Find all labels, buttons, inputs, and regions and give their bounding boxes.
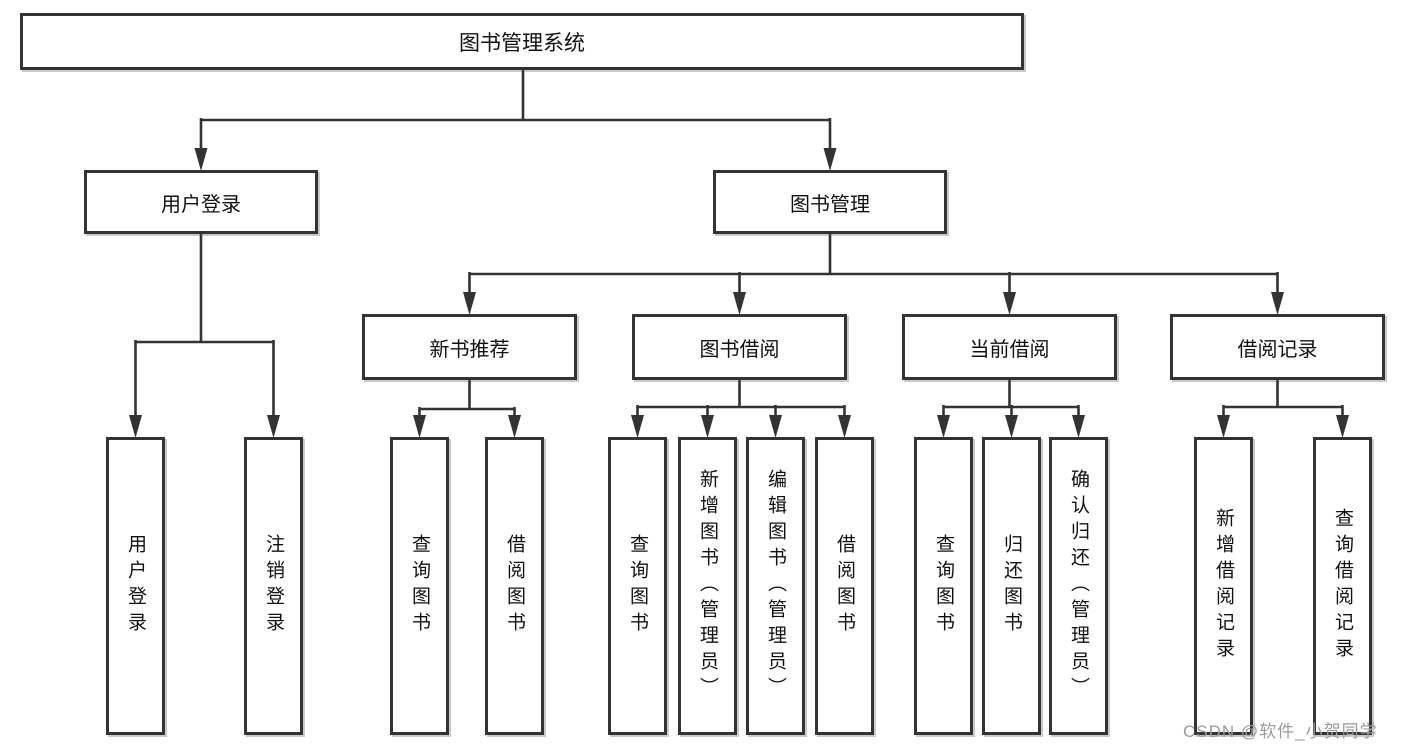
node-label: 借阅记录	[1237, 338, 1318, 361]
leaf-borrow-books-under-recommend: 借阅图书	[485, 437, 544, 735]
node-new-book-recommend: 新书推荐	[362, 314, 577, 380]
csdn-watermark: CSDN @软件_小贺同学	[1183, 722, 1378, 741]
leaf-edit-book-admin: 编辑图书（管理员）	[746, 437, 805, 735]
leaf-query-borrow-record: 查询借阅记录	[1313, 437, 1372, 735]
node-current-borrowing: 当前借阅	[902, 314, 1117, 380]
node-label: 查询图书	[409, 534, 430, 638]
leaf-return-book: 归还图书	[982, 437, 1041, 735]
node-label: 查询借阅记录	[1332, 508, 1353, 664]
leaf-confirm-return-admin: 确认归还（管理员）	[1049, 437, 1108, 735]
node-user-login-module: 用户登录	[84, 170, 318, 234]
node-label: 当前借阅	[969, 338, 1050, 361]
node-book-borrowing: 图书借阅	[632, 314, 847, 380]
node-label: 用户登录	[125, 534, 146, 638]
node-borrowing-records: 借阅记录	[1170, 314, 1385, 380]
node-label: 借阅图书	[504, 534, 525, 638]
node-label: 借阅图书	[834, 534, 855, 638]
node-label: 新增借阅记录	[1213, 508, 1234, 664]
node-label: 确认归还（管理员）	[1068, 469, 1089, 703]
connector-paths	[134, 68, 1344, 428]
leaf-borrow-books-under-borrow: 借阅图书	[815, 437, 874, 735]
node-label: 新书推荐	[429, 338, 510, 361]
node-label: 编辑图书（管理员）	[765, 469, 786, 703]
node-label: 图书管理系统	[459, 31, 585, 55]
node-label: 查询图书	[627, 534, 648, 638]
leaf-user-login: 用户登录	[106, 437, 165, 735]
leaf-add-borrow-record: 新增借阅记录	[1194, 437, 1253, 735]
node-label: 图书管理	[790, 193, 870, 216]
node-book-management-module: 图书管理	[713, 170, 947, 234]
leaf-query-books-under-current: 查询图书	[914, 437, 973, 735]
node-label: 归还图书	[1001, 534, 1022, 638]
leaf-query-books-under-borrow: 查询图书	[608, 437, 667, 735]
node-label: 查询图书	[933, 534, 954, 638]
node-label: 用户登录	[161, 193, 241, 216]
leaf-logout: 注销登录	[244, 437, 303, 735]
leaf-query-books-under-recommend: 查询图书	[390, 437, 449, 735]
node-label: 注销登录	[263, 534, 284, 638]
arrowheads	[129, 148, 1349, 438]
node-root-system: 图书管理系统	[20, 13, 1024, 70]
node-label: 新增图书（管理员）	[697, 469, 718, 703]
node-label: 图书借阅	[699, 338, 780, 361]
leaf-add-book-admin: 新增图书（管理员）	[678, 437, 737, 735]
